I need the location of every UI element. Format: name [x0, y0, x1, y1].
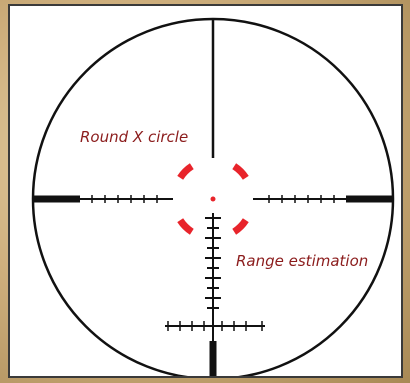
- round-x-circle-label: Round X circle: [80, 128, 188, 146]
- range-bar-ticks: [167, 321, 263, 331]
- circle-arc-br: [232, 218, 249, 235]
- circle-arc-tr: [232, 163, 249, 180]
- range-ticks: [205, 217, 221, 309]
- circle-arc-tl: [177, 163, 194, 180]
- range-estimation-label: Range estimation: [236, 252, 368, 270]
- center-dot: [210, 196, 216, 202]
- circle-arc-bl: [177, 218, 194, 235]
- horizontal-ticks: [91, 195, 335, 203]
- reticle-frame: Round X circle Range estimation: [8, 4, 403, 378]
- reticle-diagram: Round X circle Range estimation: [31, 17, 395, 376]
- round-x-circle: [177, 163, 249, 235]
